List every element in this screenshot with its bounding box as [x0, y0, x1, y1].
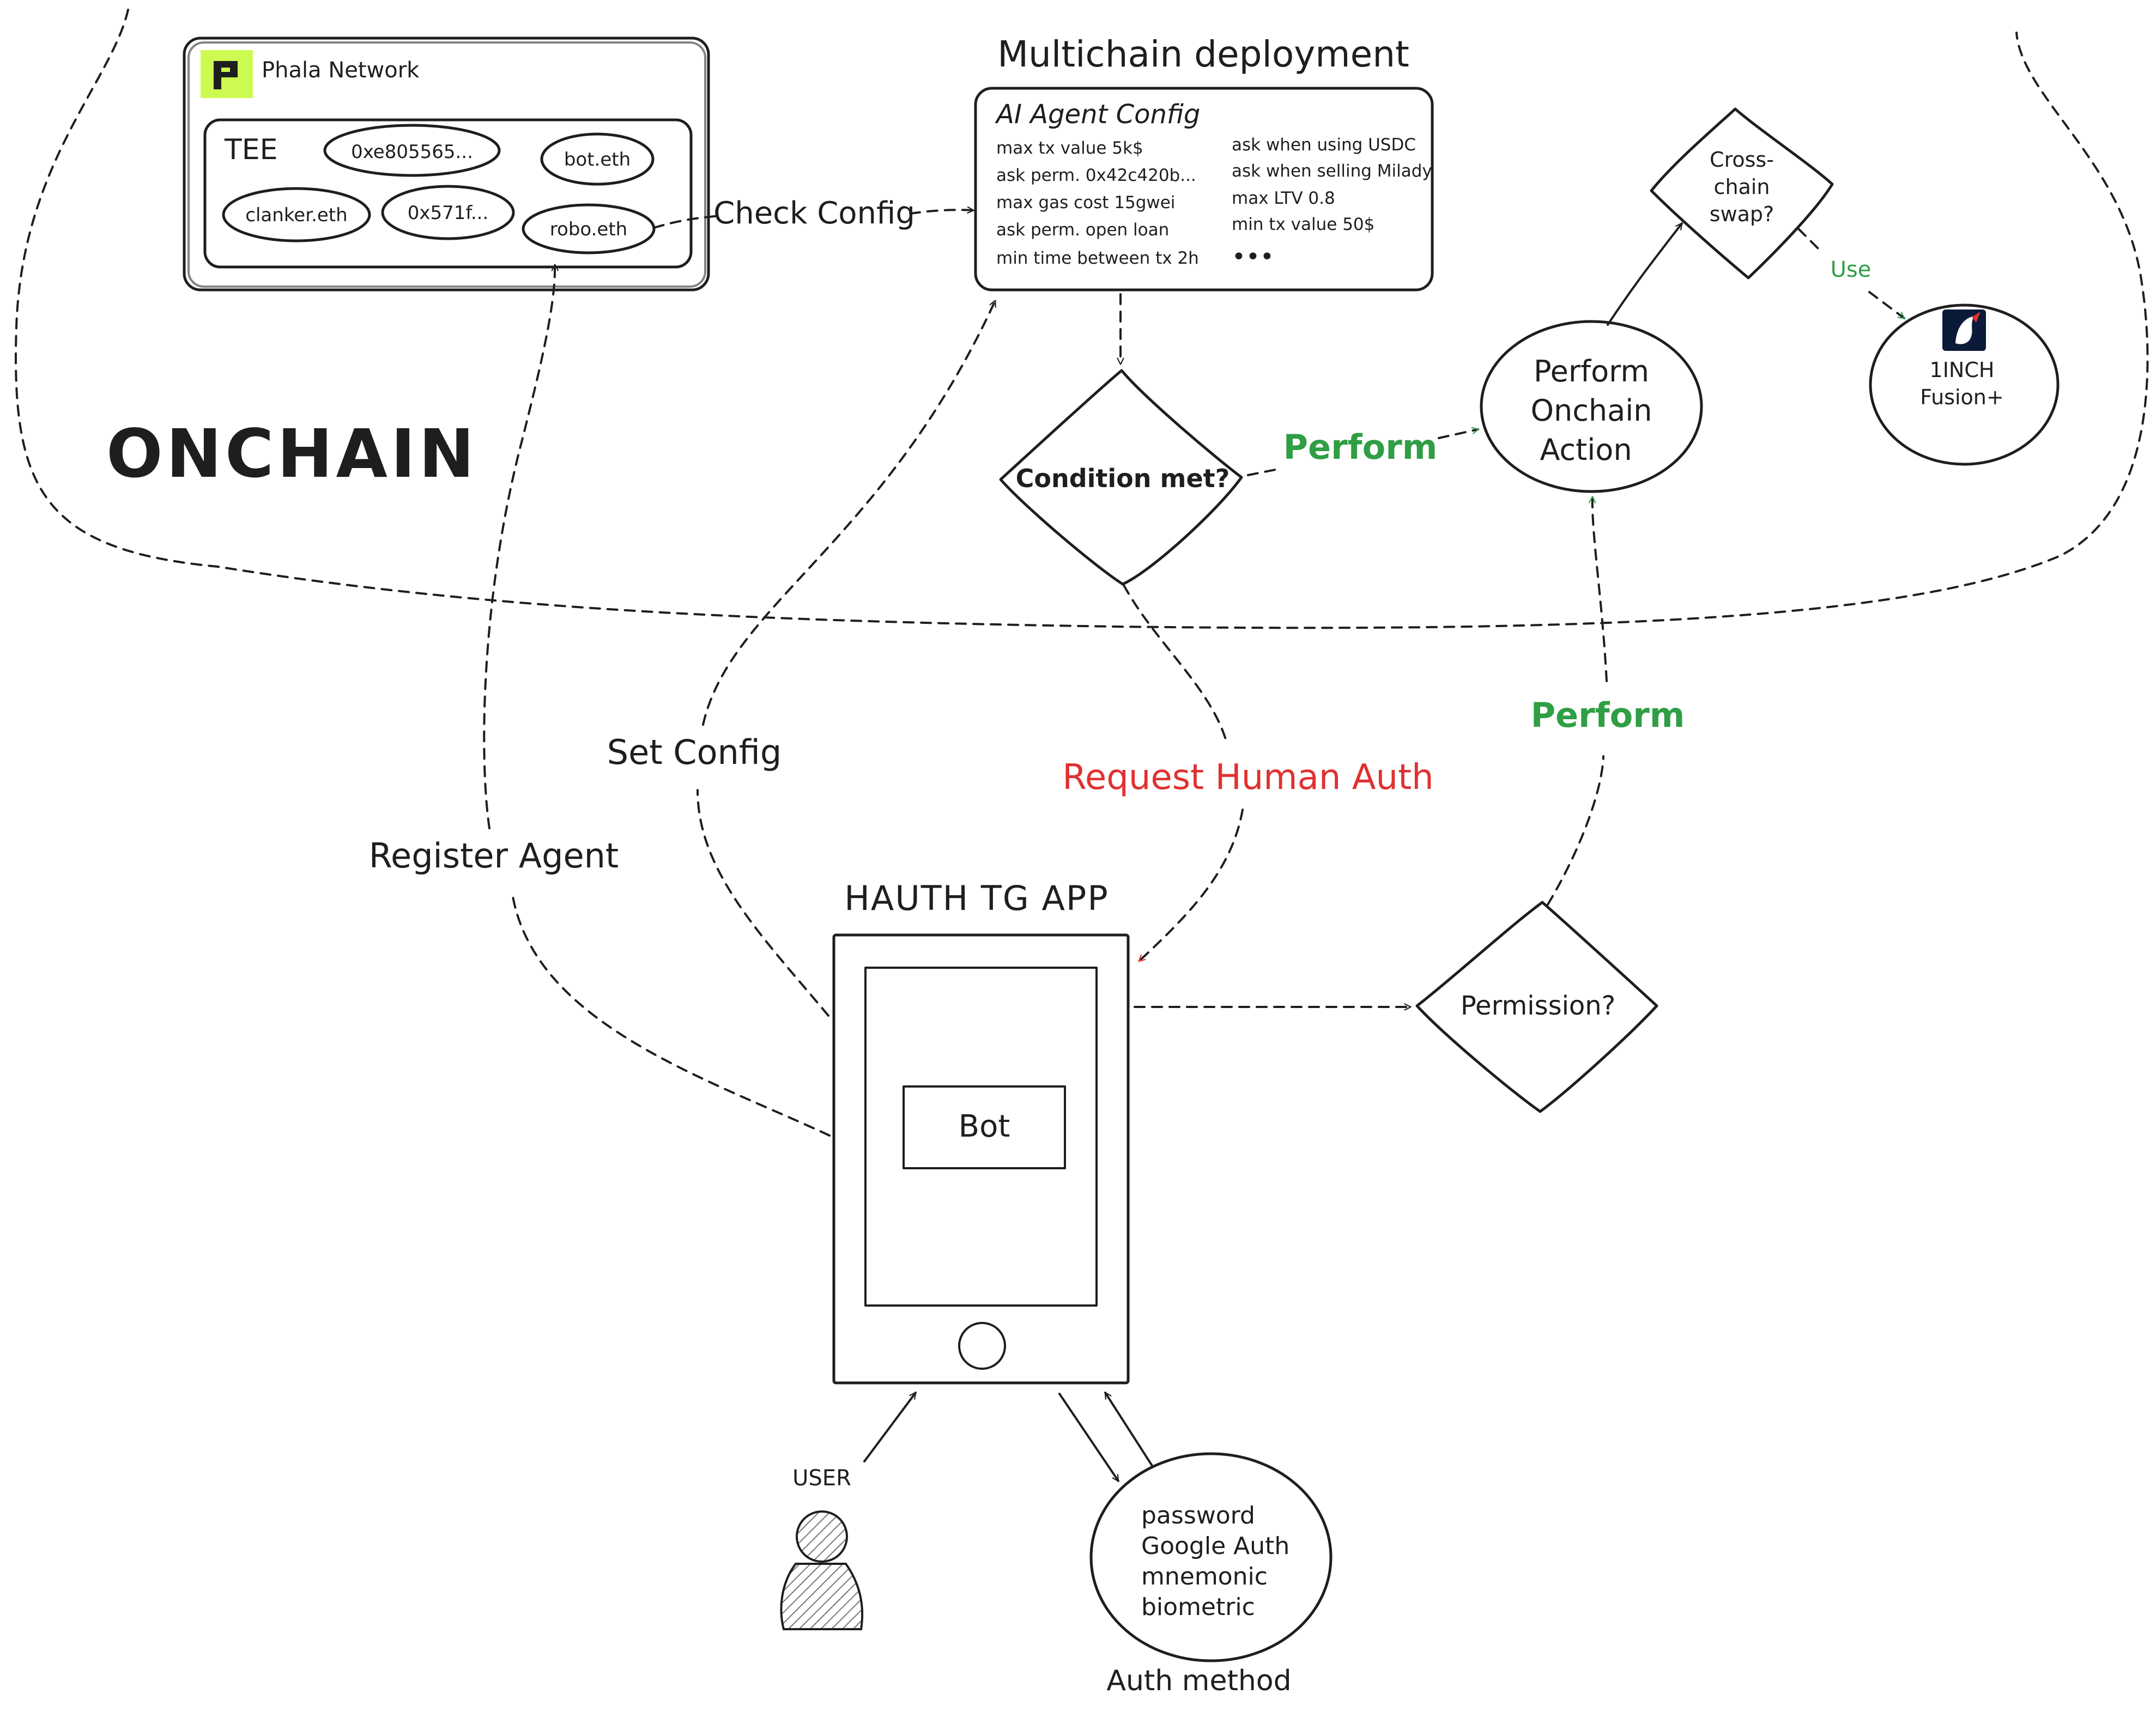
edge-auth-to-app — [1104, 1392, 1153, 1467]
use-label: Use — [1831, 257, 1872, 282]
edge-use: Use — [1797, 228, 1905, 319]
phala-logo-icon — [201, 50, 253, 98]
onchain-boundary: ONCHAIN — [14, 9, 2149, 629]
edge-request-human-auth: Request Human Auth — [1062, 584, 1434, 962]
cross-chain-line-1: Cross- — [1710, 148, 1774, 172]
auth-method-caption: Auth method — [1106, 1665, 1291, 1697]
agent-clanker-eth: clanker.eth — [245, 204, 347, 226]
edge-perform-1: Perform — [1247, 427, 1479, 476]
request-human-auth-label: Request Human Auth — [1062, 757, 1433, 798]
agent-0x571f: 0x571f... — [408, 202, 489, 224]
agent-0xe805565: 0xe805565... — [351, 141, 473, 163]
perform-onchain-action-node: Perform Onchain Action — [1480, 320, 1703, 493]
config-more-ellipsis: ••• — [1232, 243, 1274, 271]
config-rule-left-3: max gas cost 15gwei — [996, 193, 1175, 213]
user-label: USER — [792, 1466, 851, 1491]
config-rule-right-4: min tx value 50$ — [1232, 215, 1374, 234]
agent-bot-eth: bot.eth — [564, 149, 631, 171]
edge-register-agent: Register Agent — [369, 264, 831, 1137]
check-config-label: Check Config — [713, 196, 915, 231]
set-config-label: Set Config — [607, 732, 782, 772]
edge-perform-2: Perform — [1531, 496, 1685, 906]
hauth-tg-app: HAUTH TG APP Bot — [832, 878, 1130, 1385]
oneinch-fusion-node: 1INCH Fusion+ — [1869, 303, 2060, 466]
config-rule-right-1: ask when using USDC — [1232, 135, 1416, 155]
permission-node: Permission? — [1415, 901, 1658, 1113]
config-rule-right-2: ask when selling Milady — [1232, 161, 1432, 181]
auth-method-biometric: biometric — [1141, 1593, 1255, 1621]
edge-set-config: Set Config — [607, 300, 996, 1017]
perform-label-1: Perform — [1283, 427, 1438, 467]
user-icon — [780, 1510, 864, 1630]
register-agent-label: Register Agent — [369, 836, 619, 876]
edge-check-config: Check Config — [653, 196, 974, 231]
bot-box — [903, 1085, 1066, 1169]
1inch-unicorn-icon — [1942, 309, 1986, 351]
onchain-region-label: ONCHAIN — [106, 415, 477, 493]
edge-app-to-auth — [1058, 1393, 1119, 1482]
phala-network-box: Phala Network TEE 0xe805565... bot.eth c… — [183, 37, 710, 292]
condition-met-node: Condition met? — [999, 369, 1243, 586]
auth-method-google: Google Auth — [1141, 1532, 1289, 1560]
config-rule-left-2: ask perm. 0x42c420b... — [996, 166, 1196, 185]
condition-met-label: Condition met? — [1016, 464, 1230, 493]
perform-label-2: Perform — [1531, 695, 1685, 735]
config-rule-left-1: max tx value 5k$ — [996, 138, 1143, 158]
oneinch-line-1: 1INCH — [1930, 358, 1995, 382]
perform-action-line-3: Action — [1540, 433, 1632, 467]
multichain-deployment: Multichain deployment AI Agent Config ma… — [974, 33, 1434, 292]
ai-agent-config-title: AI Agent Config — [995, 99, 1200, 130]
perform-action-line-1: Perform — [1534, 354, 1649, 388]
bot-label: Bot — [959, 1109, 1010, 1144]
oneinch-line-2: Fusion+ — [1920, 385, 2003, 409]
config-rule-left-4: ask perm. open loan — [996, 220, 1169, 240]
config-rule-left-5: min time between tx 2h — [996, 248, 1199, 268]
permission-label: Permission? — [1461, 991, 1615, 1021]
tee-label: TEE — [224, 133, 277, 166]
multichain-title: Multichain deployment — [997, 33, 1409, 75]
agent-robo-eth: robo.eth — [550, 218, 627, 240]
home-button-icon[interactable] — [958, 1322, 1006, 1370]
cross-chain-swap-node: Cross- chain swap? — [1650, 107, 1834, 280]
phala-network-title: Phala Network — [262, 58, 420, 83]
user-actor: USER — [780, 1392, 917, 1630]
auth-method-mnemonic: mnemonic — [1141, 1563, 1268, 1590]
auth-method-password: password — [1141, 1502, 1255, 1529]
perform-action-line-2: Onchain — [1531, 393, 1652, 428]
cross-chain-line-2: chain — [1714, 175, 1770, 199]
cross-chain-line-3: swap? — [1710, 202, 1774, 226]
auth-method-node: password Google Auth mnemonic biometric … — [1089, 1452, 1333, 1697]
config-rule-right-3: max LTV 0.8 — [1232, 189, 1335, 208]
edge-action-to-crosschain — [1607, 222, 1683, 326]
hauth-app-title: HAUTH TG APP — [844, 878, 1109, 918]
